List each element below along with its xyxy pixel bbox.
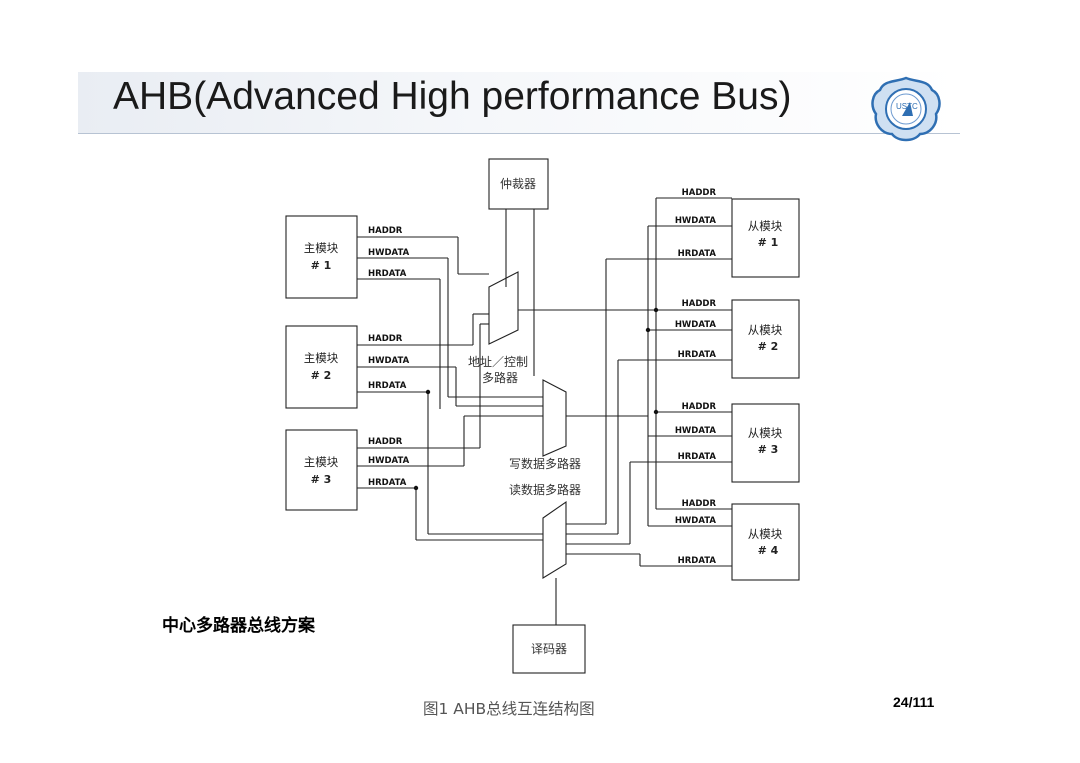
master-2-box [285,325,358,409]
s4-hwdata: HWDATA [675,516,717,526]
slave-1-box [731,198,800,278]
slide-title: AHB(Advanced High performance Bus) [113,75,792,118]
m2-haddr: HADDR [368,334,403,344]
slave-4-number: # 4 [758,544,779,557]
slave-3-box [731,403,800,483]
master-2-number: # 2 [311,369,332,382]
slave-2-label: 从模块 [748,323,783,337]
s3-haddr: HADDR [682,402,717,412]
s1-hwdata: HWDATA [675,216,717,226]
figure-caption: 图1 AHB总线互连结构图 [423,700,595,718]
s4-haddr: HADDR [682,499,717,509]
m3-haddr: HADDR [368,437,403,447]
m1-hrdata: HRDATA [368,269,407,279]
decoder-label: 译码器 [531,642,567,656]
s2-hrdata: HRDATA [678,350,717,360]
slave-3-number: # 3 [758,443,779,456]
master-3-box [285,429,358,511]
addr-mux-label-2: 多路器 [482,370,518,385]
title-band [78,72,960,134]
title-underline [78,133,960,134]
read-data-mux [542,500,567,579]
m2-hrdata: HRDATA [368,381,407,391]
university-logo-icon: USTC [871,76,941,142]
s1-hrdata: HRDATA [678,249,717,259]
m1-haddr: HADDR [368,226,403,236]
m3-hwdata: HWDATA [368,456,410,466]
ahb-interconnect-diagram: 仲裁器 主模块 # 1 主模块 # 2 主模块 # 3 HADDR HWDATA… [285,158,800,674]
s4-hrdata: HRDATA [678,556,717,566]
master-3-label: 主模块 [304,455,339,469]
m2-hwdata: HWDATA [368,356,410,366]
decoder-box [512,624,586,674]
scheme-caption: 中心多路器总线方案 [162,616,315,636]
master-1-box [285,215,358,299]
slave-3-label: 从模块 [748,426,783,440]
address-control-mux [488,271,519,345]
slave-2-box [731,299,800,379]
slave-2-number: # 2 [758,340,779,353]
s2-hwdata: HWDATA [675,320,717,330]
write-data-mux [542,379,567,457]
m1-hwdata: HWDATA [368,248,410,258]
read-mux-label: 读数据多路器 [509,482,581,497]
addr-mux-label-1: 地址／控制 [468,355,528,369]
arbiter-box [488,158,549,210]
slave-1-label: 从模块 [748,219,783,233]
write-mux-label: 写数据多路器 [509,456,581,471]
svg-text:USTC: USTC [896,102,918,111]
master-2-label: 主模块 [304,351,339,365]
m3-hrdata: HRDATA [368,478,407,488]
page-number: 24/111 [893,694,935,710]
master-1-number: # 1 [311,259,332,272]
master-3-number: # 3 [311,473,332,486]
s1-haddr: HADDR [682,188,717,198]
s3-hwdata: HWDATA [675,426,717,436]
arbiter-label: 仲裁器 [500,177,536,191]
slave-4-box [731,503,800,581]
s3-hrdata: HRDATA [678,452,717,462]
slave-1-number: # 1 [758,236,779,249]
s2-haddr: HADDR [682,299,717,309]
slave-4-label: 从模块 [748,527,783,541]
master-1-label: 主模块 [304,241,339,255]
